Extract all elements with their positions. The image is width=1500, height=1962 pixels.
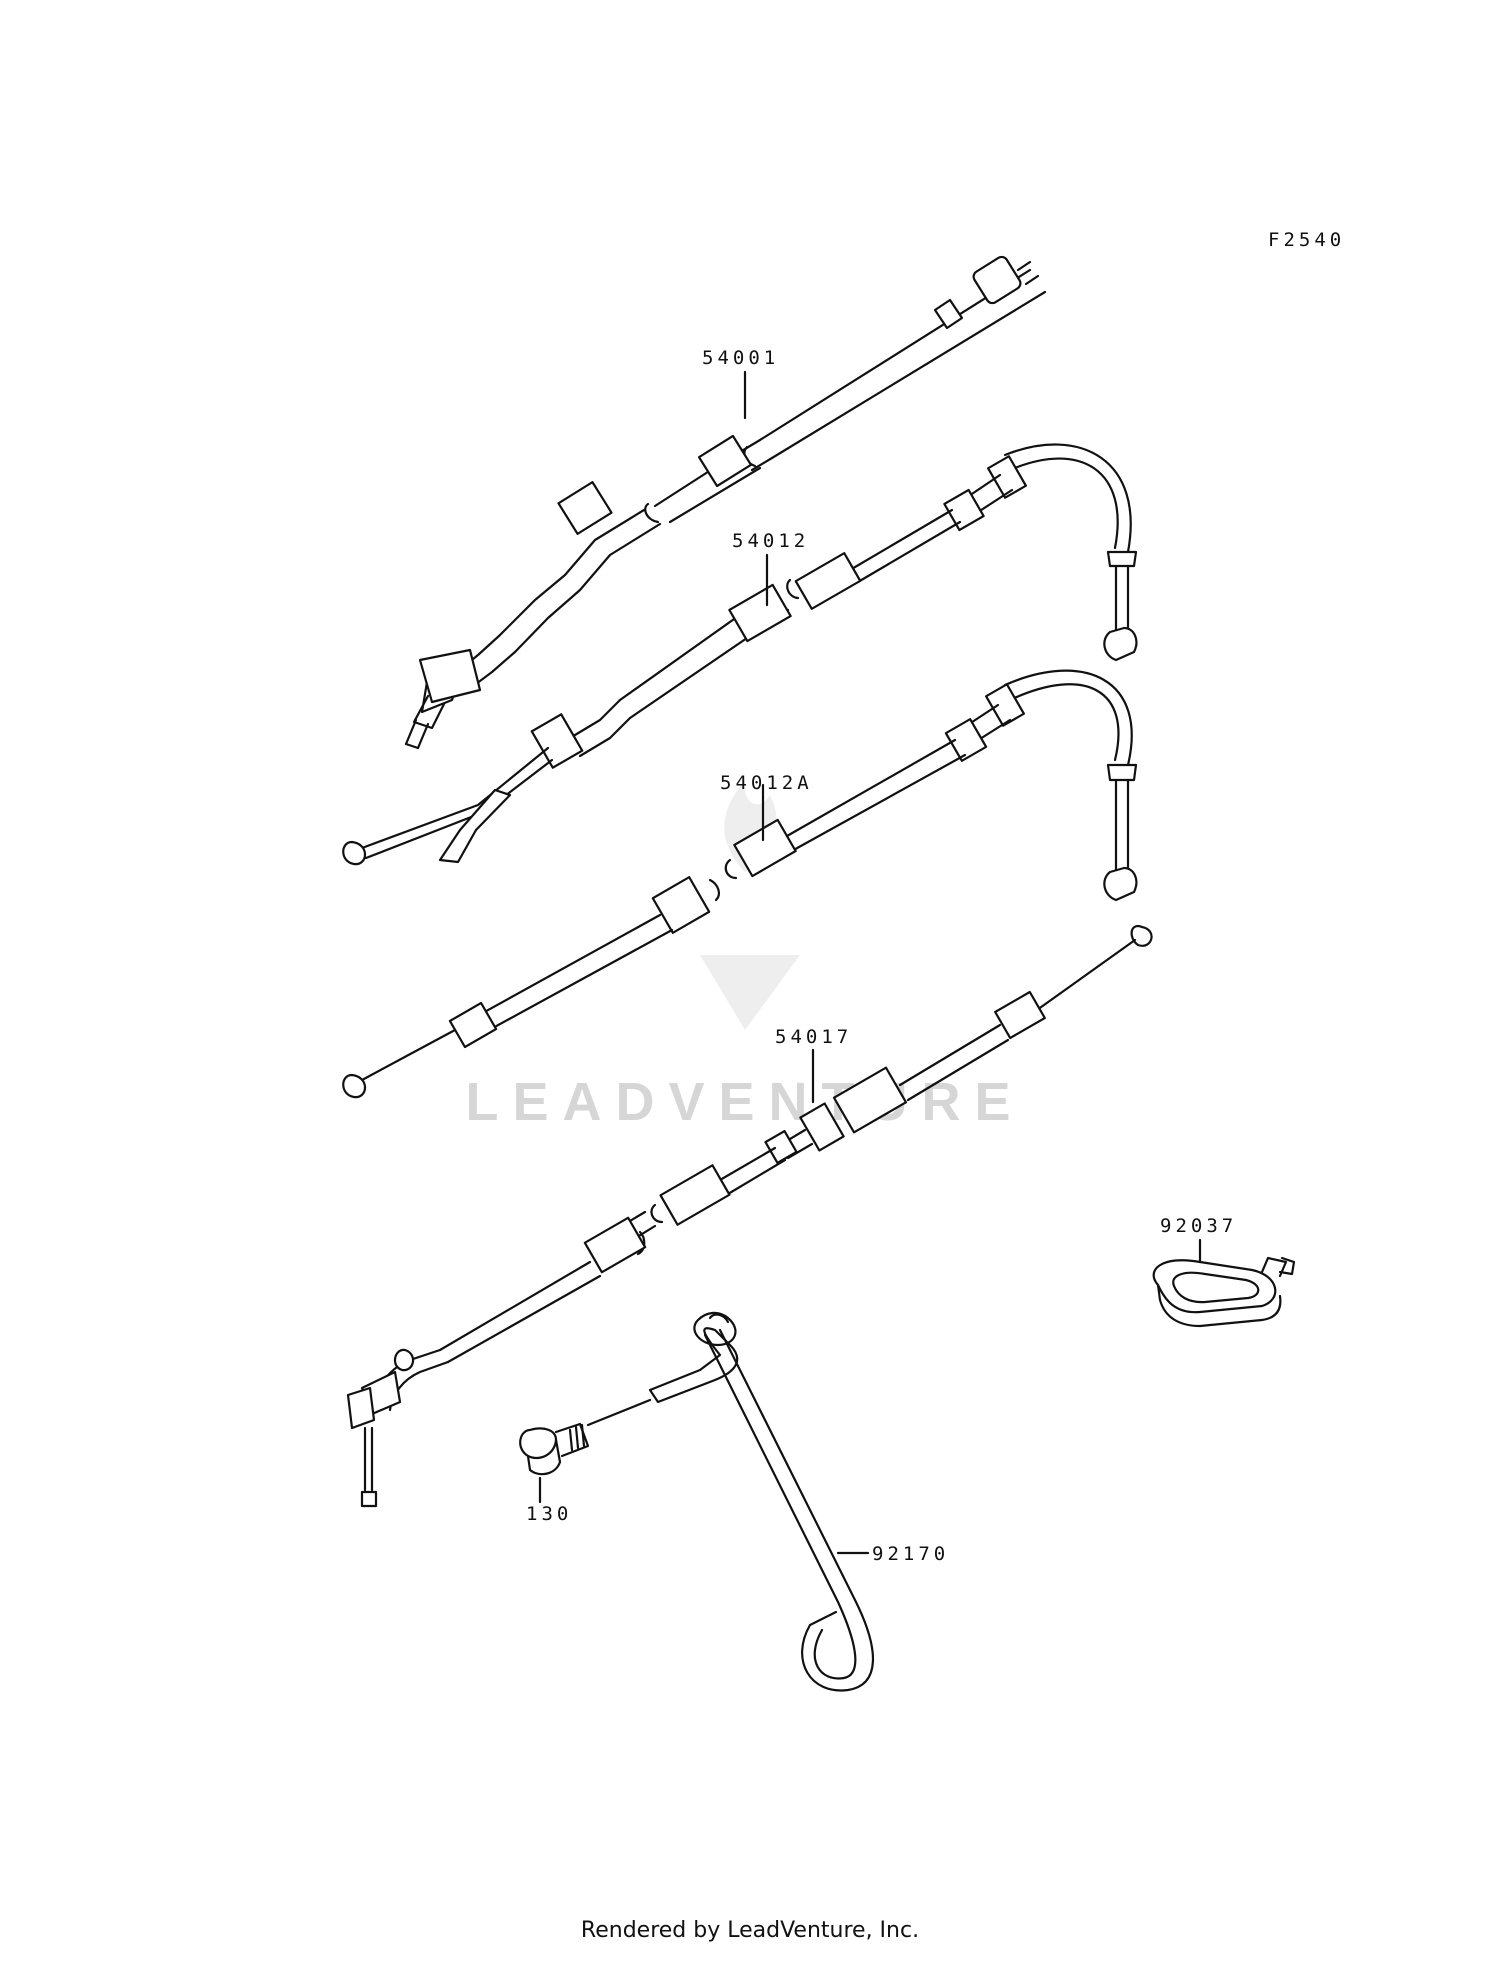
part-label-54012A[interactable]: 54012A [720,772,813,794]
part-label-92170[interactable]: 92170 [872,1543,949,1565]
cable-54012-drawing [342,443,1138,866]
part-label-130[interactable]: 130 [526,1503,572,1525]
watermark-logo [700,780,800,1030]
part-label-54001[interactable]: 54001 [702,347,779,369]
cable-54001-drawing [404,255,1047,750]
footer-credit: Rendered by LeadVenture, Inc. [580,1918,920,1943]
part-label-92037[interactable]: 92037 [1160,1215,1237,1237]
cable-54017-drawing [346,924,1153,1508]
guide-92170-drawing [648,1311,874,1692]
cable-54012A-drawing [342,669,1138,1099]
watermark-text: LEADVENTURE [465,1072,1024,1132]
clamp-92037-drawing [1152,1256,1296,1328]
diagram-code: F2540 [1268,229,1345,251]
bolt-130-drawing [519,1398,652,1476]
part-label-54017[interactable]: 54017 [775,1026,852,1048]
part-label-54012[interactable]: 54012 [732,530,809,552]
